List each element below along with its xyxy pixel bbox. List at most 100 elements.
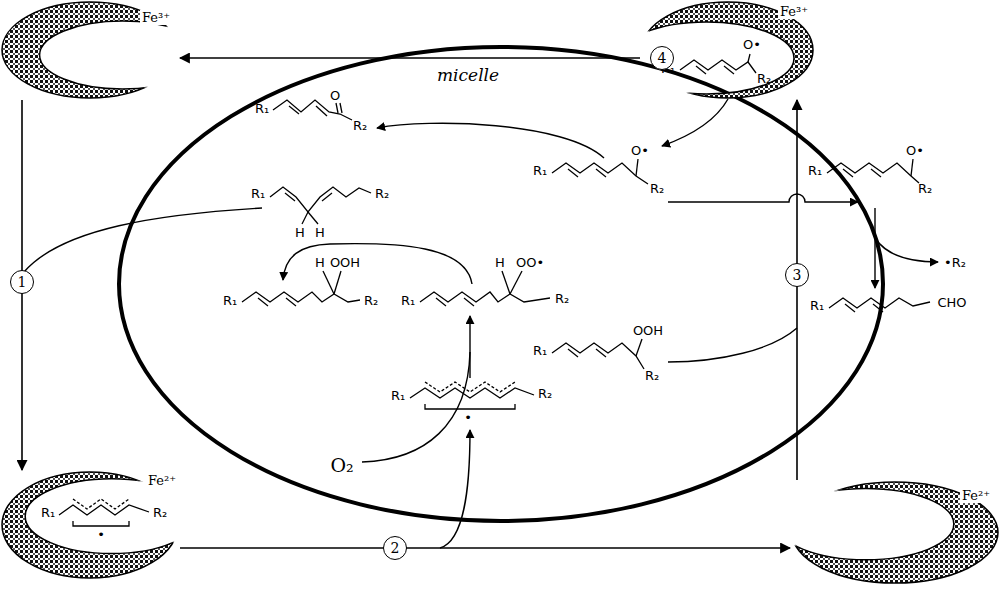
chem-label: CHO [937, 295, 966, 310]
chem-label: R₁ [391, 388, 405, 403]
reaction-arrows [362, 352, 470, 462]
chem-label: O• [906, 143, 924, 158]
molecule-bonds [596, 349, 606, 357]
reaction-arrows [283, 244, 472, 284]
callout-number: 3 [785, 263, 809, 287]
enzyme-texture [2, 472, 178, 578]
chem-label: R₁ [41, 505, 55, 520]
molecule-bonds [242, 292, 360, 302]
molecule-bonds [843, 169, 853, 177]
pocket-rim [40, 21, 206, 89]
reaction-arrows [377, 123, 604, 158]
chem-label: H [315, 225, 325, 240]
chem-label: R₂ [555, 291, 569, 306]
enzyme-pocket: Fe³⁺ [0, 0, 180, 100]
molecule-bonds [323, 271, 334, 294]
molecule-bonds [340, 103, 342, 113]
molecule-bonds [502, 271, 510, 294]
pocket-rim [777, 488, 953, 559]
chem-label: H [495, 255, 505, 270]
chem-label: H [295, 225, 305, 240]
iron-label: Fe²⁺ [960, 488, 992, 503]
iron-label: Fe³⁺ [140, 10, 172, 25]
callout-number: 2 [383, 536, 407, 560]
chem-label: O [330, 88, 340, 103]
reaction-arrows [469, 316, 470, 378]
reaction-arrows [668, 194, 858, 202]
molecule-bonds [316, 106, 327, 116]
enzyme-texture [2, 2, 178, 98]
chem-label: R₁ [810, 298, 824, 313]
enzyme-pocket: Fe²⁺ [0, 470, 180, 580]
molecule-bonds [286, 298, 296, 306]
molecule-bonds [285, 193, 295, 201]
molecule-bonds [845, 304, 855, 312]
chem-label: R₂ [538, 386, 552, 401]
chem-label: R₁ [808, 163, 822, 178]
chem-label: O• [743, 37, 761, 52]
chem-label: R₂ [645, 368, 659, 383]
reaction-arrows [24, 99, 938, 548]
chem-label: OOH [633, 323, 663, 338]
chem-label: R₁ [223, 293, 237, 308]
enzyme-pocket: Fe²⁺ [790, 480, 1000, 585]
node-outline [117, 45, 885, 523]
reaction-arrows [875, 238, 938, 262]
chem-label: R₂ [364, 293, 378, 308]
step-arrow [180, 547, 790, 549]
chem-label: R₂ [918, 181, 932, 196]
micelle-outline [119, 47, 883, 521]
chem-label: R₂ [757, 71, 771, 86]
molecule-bonds [568, 169, 578, 177]
reaction-arrows [24, 208, 262, 272]
chem-label: R₂ [650, 181, 664, 196]
molecule-bonds [322, 193, 332, 201]
reaction-arrows [440, 430, 470, 548]
chem-label: R₁ [533, 343, 547, 358]
molecule-bonds [510, 271, 522, 294]
enzyme-texture [642, 2, 813, 98]
step-arrow [796, 100, 798, 480]
enzyme-texture [792, 482, 998, 583]
chem-label: R₁ [251, 186, 265, 201]
reaction-arrows [662, 99, 728, 146]
pocket-rim [619, 22, 794, 94]
molecule-bonds [636, 159, 638, 176]
chem-label: R₁ [255, 101, 269, 116]
chem-label: OOH [330, 255, 360, 270]
molecule-bonds [911, 159, 913, 176]
molecule-bonds [258, 298, 268, 306]
molecule-bonds [636, 339, 642, 356]
region-title: micelle [437, 65, 499, 85]
reaction-arrows [668, 328, 797, 362]
molecule-bonds [302, 212, 308, 224]
chem-label: H [315, 255, 325, 270]
molecule-bonds [871, 169, 881, 177]
chem-label: R₁ [533, 163, 547, 178]
callout-number: 4 [650, 46, 674, 70]
molecule-bonds [425, 382, 515, 392]
chem-label: O• [631, 143, 649, 158]
step-arrow [180, 57, 640, 59]
molecule-bonds [552, 163, 648, 184]
molecule-bonds [552, 343, 644, 369]
micelle-ellipse: micelle [117, 45, 885, 523]
chem-label: •R₂ [944, 255, 966, 270]
chem-label: • [97, 527, 105, 542]
molecule-bonds [59, 54, 930, 526]
chem-label: R₂ [375, 186, 389, 201]
molecule-bonds [568, 349, 578, 357]
molecule-bonds [270, 187, 371, 212]
molecule-bonds [336, 103, 338, 113]
chem-label: O₂ [330, 454, 353, 476]
pocket-rim [25, 479, 198, 554]
chem-label: R₂ [153, 505, 167, 520]
molecule-bonds [273, 100, 352, 120]
molecule-bonds [464, 298, 474, 306]
molecule-bonds [289, 106, 299, 114]
molecule-bonds [425, 404, 515, 409]
molecule-bonds [410, 388, 534, 398]
molecule-bonds [334, 271, 341, 294]
iron-label: Fe²⁺ [146, 473, 178, 488]
